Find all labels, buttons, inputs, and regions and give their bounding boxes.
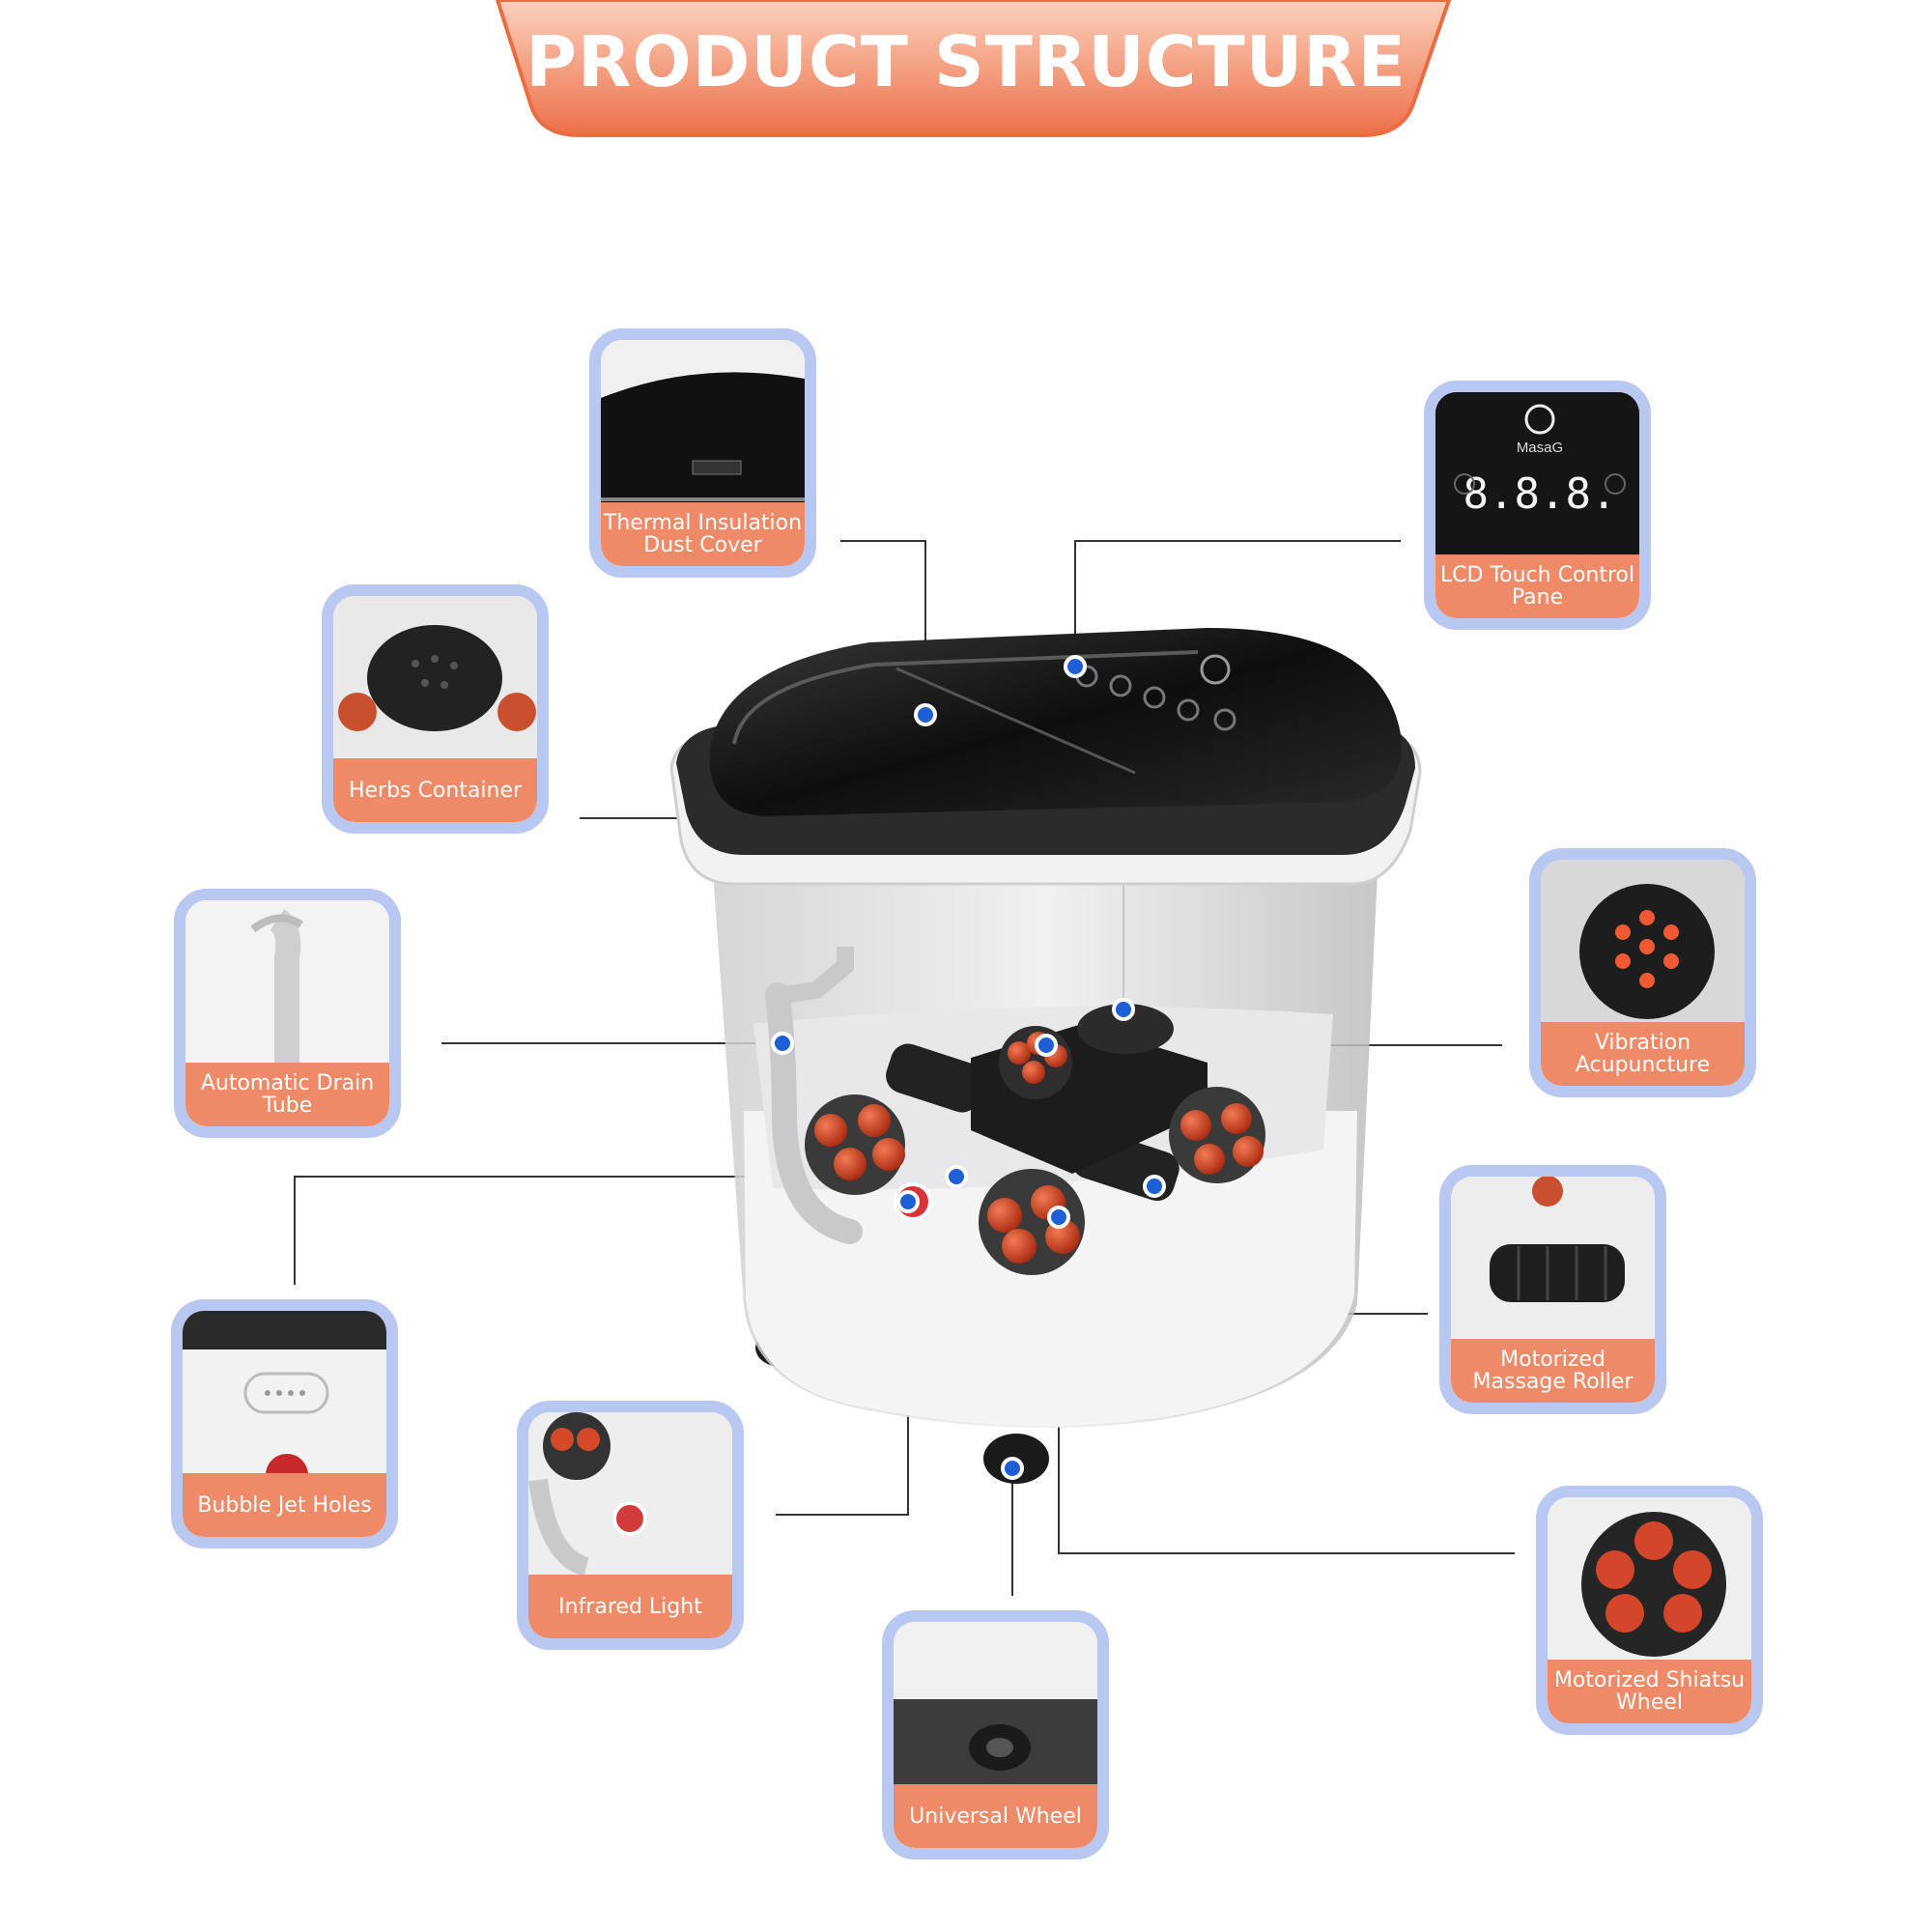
pointer-dot-lcd-panel (1064, 655, 1087, 678)
caption-vibration: Vibration Acupuncture (1541, 1022, 1745, 1086)
hose-icon (185, 900, 389, 1084)
caption-infrared: Infrared Light (528, 1575, 732, 1638)
shiatsu-wheel-icon (1548, 1497, 1751, 1681)
caption-lcd-panel: LCD Touch Control Pane (1435, 554, 1639, 618)
pointer-dot-wheel (1001, 1457, 1024, 1480)
card-bubble-jet-holes: Bubble Jet Holes (171, 1299, 398, 1548)
bubble-jet-icon (183, 1311, 386, 1494)
display-digits: 8.8.8. (1463, 469, 1617, 519)
drain-hose-top (781, 947, 854, 1004)
lid-seam (895, 667, 1136, 775)
card-universal-wheel: Universal Wheel (882, 1610, 1109, 1860)
card-automatic-drain-tube: Automatic Drain Tube (174, 889, 401, 1138)
pointer-dot-roller (1143, 1175, 1166, 1198)
display-icon: MasaG 8.8.8. (1435, 392, 1639, 576)
acupoint-pad-icon (1541, 860, 1745, 1043)
pointer-dots (771, 655, 1166, 1480)
card-thermal-insulation-dust-cover: Thermal Insulation Dust Cover (589, 328, 816, 578)
connector-lcd-panel (1074, 540, 1401, 667)
caption-herbs: Herbs Container (333, 758, 537, 822)
infrared-icon (528, 1412, 732, 1596)
herbs-container-model (1077, 1004, 1174, 1054)
shiatsu-cluster-right (1169, 1087, 1265, 1183)
caption-roller: Motorized Massage Roller (1451, 1339, 1655, 1403)
pointer-dot-herbs (1112, 998, 1135, 1021)
roller-icon (1451, 1177, 1655, 1360)
lid-icon (601, 340, 805, 524)
page-title: PRODUCT STRUCTURE (526, 21, 1406, 102)
vibration-cluster-top (999, 1026, 1072, 1099)
card-vibration-acupuncture: Vibration Acupuncture (1529, 848, 1756, 1097)
pointer-dot-bubble (945, 1165, 968, 1188)
perforated-box-icon (333, 596, 537, 780)
card-lcd-touch-control-panel: MasaG 8.8.8. LCD Touch Control Pane (1424, 381, 1651, 630)
card-motorized-massage-roller: Motorized Massage Roller (1439, 1165, 1666, 1414)
pointer-dot-drain (771, 1032, 794, 1055)
pointer-dot-thermal-cover (914, 703, 937, 726)
shiatsu-cluster-front (979, 1169, 1085, 1275)
foot-spa-product (669, 628, 1422, 1484)
display-brand: MasaG (1517, 440, 1563, 456)
pointer-dot-vibration (1035, 1034, 1058, 1057)
caster-wheel-icon (894, 1622, 1097, 1805)
caption-drain: Automatic Drain Tube (185, 1063, 389, 1126)
card-herbs-container: Herbs Container (322, 584, 549, 834)
caption-wheel: Universal Wheel (894, 1784, 1097, 1848)
pointer-dot-infrared (896, 1190, 920, 1213)
card-motorized-shiatsu-wheel: Motorized Shiatsu Wheel (1536, 1486, 1763, 1735)
pointer-dot-shiatsu (1047, 1206, 1070, 1229)
lid-brand-logo (1200, 654, 1231, 685)
title-banner (495, 0, 1452, 137)
caption-thermal-cover: Thermal Insulation Dust Cover (601, 502, 805, 566)
shiatsu-cluster-left (805, 1094, 905, 1195)
lid-highlight (732, 650, 1199, 745)
card-infrared-light: Infrared Light (517, 1401, 744, 1650)
left-roller (886, 1043, 984, 1113)
caption-shiatsu: Motorized Shiatsu Wheel (1548, 1660, 1751, 1723)
caption-bubble: Bubble Jet Holes (183, 1473, 386, 1537)
